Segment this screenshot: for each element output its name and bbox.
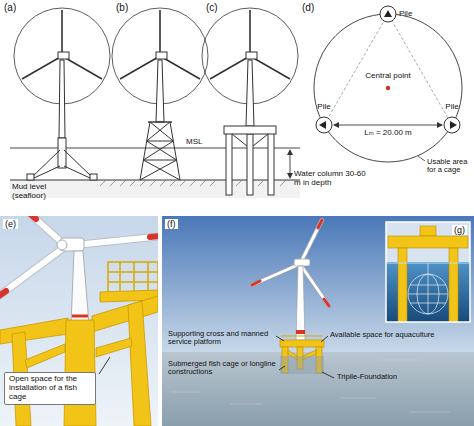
jacket-turbine <box>112 8 208 180</box>
plan-view <box>314 6 462 162</box>
panel-letter: (d) <box>302 2 314 13</box>
callout-label: Supporting cross and manned service plat… <box>168 330 274 347</box>
panel-letter: (f) <box>165 219 178 229</box>
pile-label: Pile <box>445 103 458 112</box>
inset-fish-cage <box>386 222 470 322</box>
pile-label: Pile <box>317 103 330 112</box>
panel-letter: (e) <box>3 219 18 229</box>
dimension-label: Lₘ = 20.00 m <box>364 129 411 138</box>
panel-letter: (g) <box>452 225 467 235</box>
tripile-turbine <box>202 8 298 195</box>
depth-arrow <box>287 149 293 179</box>
seafloor <box>10 180 300 198</box>
center-label: Central point <box>365 72 410 81</box>
photo-offshore-turbine <box>162 216 474 426</box>
panel-letter: (c) <box>206 2 218 13</box>
pile-label: Pile <box>399 10 412 19</box>
callout-text: Open space for the installation of a fis… <box>9 375 91 402</box>
callout-box: Open space for the installation of a fis… <box>4 372 96 405</box>
panel-letter: (b) <box>116 2 128 13</box>
callout-label: Tripile-Foundation <box>337 373 397 381</box>
tripod-turbine <box>14 8 110 180</box>
sea-level-label: MSL <box>186 138 202 147</box>
depth-label: Water column 30-60 m in depth <box>294 170 366 188</box>
photo-turbine-closeup <box>0 216 158 426</box>
seafloor-label: Mud level (seafloor) <box>12 183 70 201</box>
area-label: Usable area for a cage <box>427 158 471 175</box>
panel-letter: (a) <box>4 2 16 13</box>
inset-frame <box>386 222 470 322</box>
callout-label: Available space for aquaculture <box>330 331 435 339</box>
callout-label: Submerged fish cage or longline construc… <box>168 360 276 377</box>
sea-level-line <box>10 148 300 149</box>
